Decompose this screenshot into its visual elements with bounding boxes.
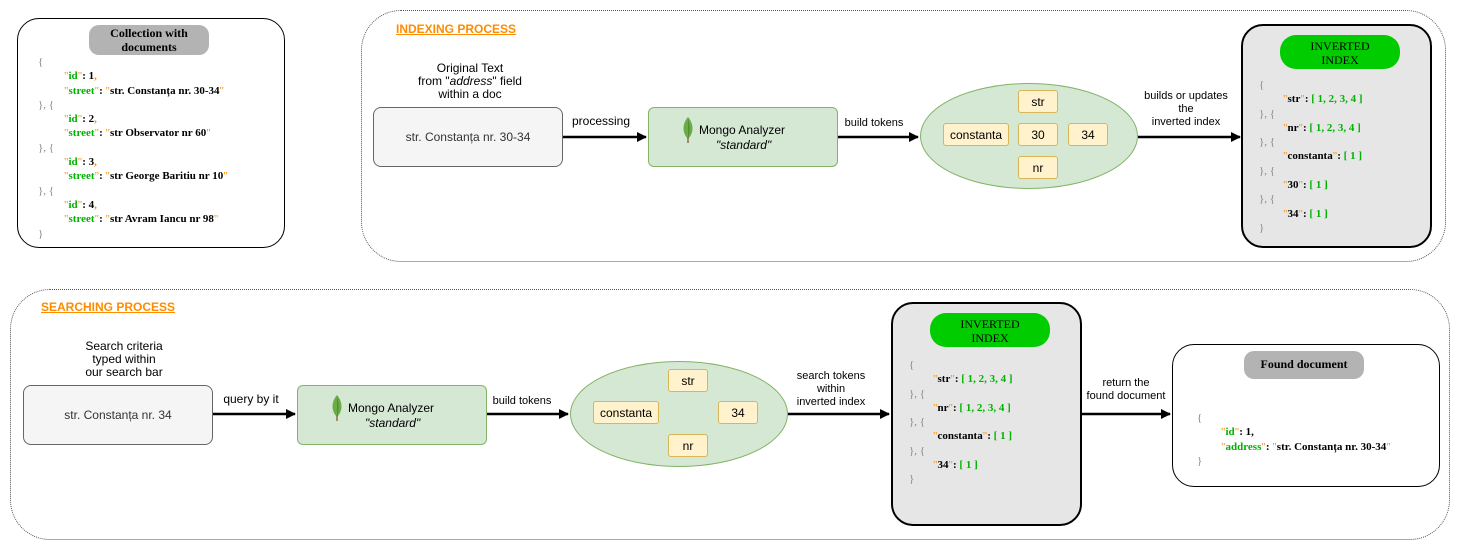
doc-entry: "street": "str Observator nr 60"	[64, 127, 211, 140]
token: constanta	[943, 123, 1009, 146]
searching-arrow2-label: build tokens	[492, 395, 552, 407]
index-entry: "34": [ 1 ]	[1283, 207, 1328, 220]
doc-entry: "street": "str. Constanța nr. 30-34"	[64, 84, 224, 97]
token: str	[1018, 90, 1058, 113]
mongodb-leaf-icon	[332, 395, 342, 421]
collection-title: Collection with documents	[89, 25, 209, 55]
inverted-index-title: INVERTED INDEX	[930, 313, 1050, 347]
token: constanta	[593, 401, 659, 424]
separator: }, {	[1259, 164, 1276, 177]
index-entry: "constanta": [ 1 ]	[1283, 150, 1362, 163]
found-document-body: { "id": 1, "address": "str. Constanța nr…	[1197, 411, 1437, 468]
separator: }, {	[38, 98, 55, 111]
token: nr	[1018, 156, 1058, 179]
open-brace: {	[1197, 412, 1203, 424]
analyzer-mode: "standard"	[365, 416, 421, 430]
separator: }, {	[1259, 107, 1276, 120]
index-entry: "34": [ 1 ]	[933, 459, 978, 472]
separator: }, {	[909, 387, 926, 400]
token: str	[668, 369, 708, 392]
searching-input-text: str. Constanța nr. 34	[23, 385, 213, 445]
index-entry: "nr": [ 1, 2, 3, 4 ]	[1283, 121, 1361, 134]
index-entry: "constanta": [ 1 ]	[933, 430, 1012, 443]
separator: }, {	[38, 141, 55, 154]
collection-docs: { "id": 1, "street": "str. Constanța nr.…	[38, 55, 278, 241]
index-entry: "str": [ 1, 2, 3, 4 ]	[1283, 93, 1363, 106]
close-brace: }	[1259, 221, 1265, 234]
close-brace: }	[909, 473, 915, 486]
collection-box: Collection with documents { "id": 1, "st…	[17, 18, 285, 248]
searching-arrow1-label: query by it	[223, 392, 279, 406]
token: 34	[1068, 123, 1108, 146]
indexing-analyzer: Mongo Analyzer "standard"	[648, 107, 838, 167]
searching-section	[10, 289, 1450, 540]
separator: }, {	[38, 184, 55, 197]
doc-entry: "address": "str. Constanța nr. 30-34"	[1221, 440, 1391, 453]
separator: }, {	[909, 416, 926, 429]
mongodb-leaf-icon	[683, 117, 693, 143]
open-brace: {	[909, 359, 915, 371]
inverted-index-entries: { "str": [ 1, 2, 3, 4 ] }, { "nr": [ 1, …	[909, 358, 1079, 487]
doc-entry: "id": 4,	[64, 198, 97, 211]
indexing-title: INDEXING PROCESS	[396, 22, 517, 36]
indexing-section	[361, 10, 1446, 262]
found-document-box: Found document { "id": 1, "address": "st…	[1172, 344, 1440, 487]
indexing-source-label: Original Text from "address" field withi…	[418, 61, 522, 101]
doc-entry: "id": 2,	[64, 113, 97, 126]
searching-arrow3-label: search tokens within inverted index	[796, 370, 866, 408]
searching-title: SEARCHING PROCESS	[41, 300, 176, 314]
token: 34	[718, 401, 758, 424]
analyzer-mode: "standard"	[716, 138, 772, 152]
found-document-title: Found document	[1244, 351, 1364, 379]
close-brace: }	[38, 227, 44, 240]
doc-entry: "id": 1,	[1221, 426, 1254, 439]
separator: }, {	[1259, 136, 1276, 149]
token: 30	[1018, 123, 1058, 146]
analyzer-name: Mongo Analyzer	[348, 401, 435, 415]
inverted-index-title: INVERTED INDEX	[1280, 35, 1400, 69]
doc-entry: "street": "str George Baritiu nr 10"	[64, 170, 228, 183]
open-brace: {	[38, 56, 44, 68]
token: nr	[668, 434, 708, 457]
inverted-index-entries: { "str": [ 1, 2, 3, 4 ] }, { "nr": [ 1, …	[1259, 78, 1429, 235]
index-entry: "str": [ 1, 2, 3, 4 ]	[933, 373, 1013, 386]
close-brace: }	[1197, 454, 1203, 467]
searching-analyzer: Mongo Analyzer "standard"	[297, 385, 487, 445]
indexing-arrow1-label: processing	[571, 114, 631, 128]
separator: }, {	[909, 444, 926, 457]
indexing-arrow3-label: builds or updates the inverted index	[1144, 90, 1228, 128]
open-brace: {	[1259, 79, 1265, 91]
doc-entry: "street": "str Avram Iancu nr 98"	[64, 213, 219, 226]
doc-entry: "id": 3,	[64, 156, 97, 169]
searching-source-label: Search criteria typed within our search …	[85, 339, 163, 379]
indexing-arrow2-label: build tokens	[844, 117, 904, 129]
searching-arrow4-label: return the found document	[1086, 377, 1166, 402]
indexing-input-text: str. Constanța nr. 30-34	[373, 107, 563, 167]
indexing-inverted-index: INVERTED INDEX { "str": [ 1, 2, 3, 4 ] }…	[1241, 24, 1432, 248]
index-entry: "30": [ 1 ]	[1283, 179, 1328, 192]
index-entry: "nr": [ 1, 2, 3, 4 ]	[933, 401, 1011, 414]
separator: }, {	[1259, 193, 1276, 206]
analyzer-name: Mongo Analyzer	[699, 123, 786, 137]
searching-inverted-index: INVERTED INDEX { "str": [ 1, 2, 3, 4 ] }…	[891, 302, 1082, 526]
doc-entry: "id": 1,	[64, 70, 97, 83]
